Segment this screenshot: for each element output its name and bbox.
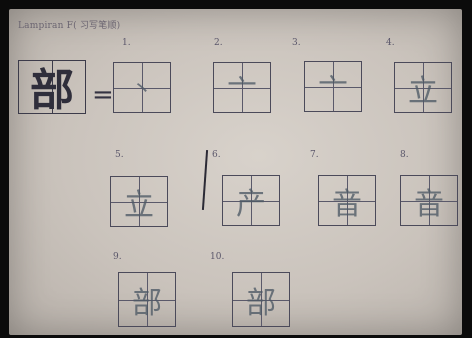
step-glyph: 亠 — [318, 72, 348, 108]
equals-sign: = — [92, 80, 114, 110]
step-glyph: 音 — [332, 186, 362, 222]
step-glyph: 丶 — [130, 77, 153, 103]
step-number: 1. — [122, 38, 131, 48]
step-number: 10. — [210, 252, 225, 262]
step-box-8: 音 — [400, 175, 458, 226]
step-box-4: 立 — [394, 62, 452, 113]
step-glyph: 立 — [408, 73, 438, 109]
target-character: 部 — [30, 65, 74, 116]
step-box-7: 音 — [318, 175, 376, 226]
step-number: 3. — [292, 38, 301, 48]
grid-line-vertical — [52, 61, 53, 113]
step-box-9: 部 — [118, 272, 176, 327]
step-box-5: 立 — [110, 176, 168, 227]
worksheet-paper — [9, 9, 462, 335]
step-number: 9. — [113, 252, 122, 262]
step-glyph: 部 — [246, 285, 276, 321]
step-number: 5. — [115, 150, 124, 160]
step-box-10: 部 — [232, 272, 290, 327]
step-glyph: 部 — [132, 285, 162, 321]
step-glyph: 亠 — [227, 73, 257, 109]
step-number: 7. — [310, 150, 319, 160]
step-box-1: 丶 — [113, 62, 171, 113]
step-number: 6. — [212, 150, 221, 160]
target-character-box: 部 — [18, 60, 86, 116]
worksheet-header: Lampiran F( 习写笔顺) — [18, 21, 121, 31]
step-glyph: 音 — [414, 186, 444, 222]
step-box-3: 亠 — [304, 61, 362, 112]
step-number: 4. — [386, 38, 395, 48]
step-number: 2. — [214, 38, 223, 48]
step-box-6: 产 — [222, 175, 280, 226]
step-box-2: 亠 — [213, 62, 271, 113]
step-glyph: 产 — [236, 186, 266, 222]
step-number: 8. — [400, 150, 409, 160]
step-glyph: 立 — [124, 187, 154, 223]
